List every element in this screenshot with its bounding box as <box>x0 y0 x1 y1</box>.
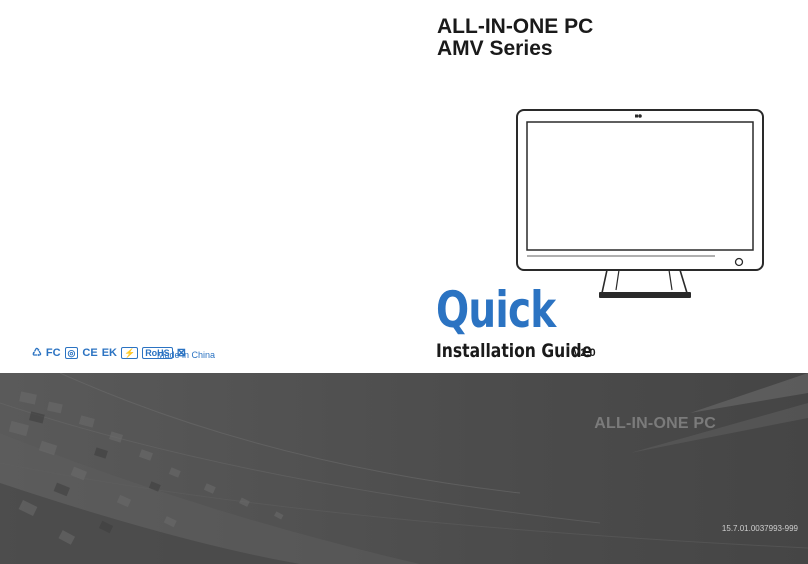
made-in-label: Made in China <box>157 350 216 360</box>
ek-mark: EK <box>101 347 117 359</box>
installation-guide-heading: Installation Guide <box>436 340 593 362</box>
stand-base <box>599 292 691 298</box>
version-label: V2.0 <box>573 347 596 359</box>
webcam-led <box>635 114 638 118</box>
product-title: ALL-IN-ONE PC <box>437 15 594 38</box>
monitor-stand <box>601 269 689 294</box>
webcam-icon <box>638 114 642 118</box>
monitor-screen <box>526 121 754 251</box>
bottom-band: ALL-IN-ONE PC 15.7.01.0037993-999 <box>0 373 808 564</box>
energy-mark-icon: ⚡ <box>120 347 139 359</box>
fcc-mark: FC <box>45 347 61 359</box>
series-title: AMV Series <box>437 37 553 60</box>
part-number: 15.7.01.0037993-999 <box>721 524 798 533</box>
rohs-mark: RoHS <box>142 347 173 359</box>
certification-marks: ♺ FC ◎ CE EK ⚡ RoHS ⊠ <box>32 347 186 359</box>
monitor-illustration <box>516 109 764 298</box>
quick-heading: Quick <box>436 281 556 339</box>
gs-mark-icon: ◎ <box>64 347 79 359</box>
weee-bin-icon: ⊠ <box>176 347 186 359</box>
band-pattern <box>0 373 808 564</box>
band-title: ALL-IN-ONE PC <box>594 415 716 432</box>
recycle-icon: ♺ <box>32 347 42 359</box>
ce-mark: CE <box>82 347 98 359</box>
power-button-icon <box>734 257 744 267</box>
